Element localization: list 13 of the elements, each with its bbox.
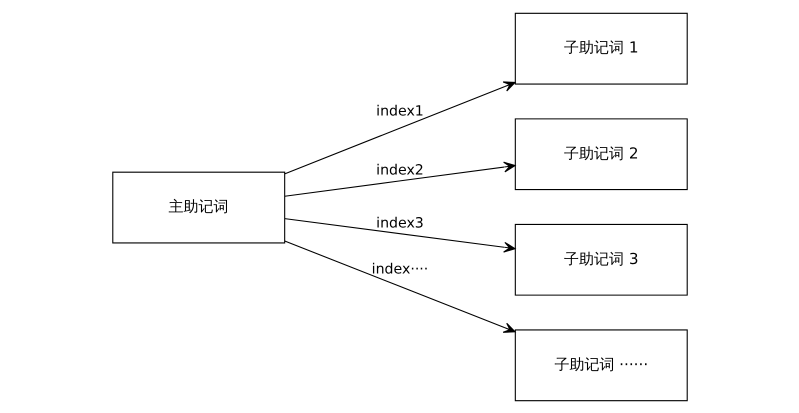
node-box: 子助记词 ······ (514, 328, 688, 401)
arrow (284, 80, 516, 174)
edge-label: index···· (371, 260, 428, 277)
edge-label: index3 (376, 215, 424, 232)
edge-label: index1 (376, 103, 424, 120)
node-box: 子助记词 1 (514, 12, 688, 84)
arrow (284, 240, 516, 332)
node-box: 子助记词 3 (514, 223, 688, 296)
arrow (284, 161, 516, 196)
edge-label: index2 (376, 162, 424, 178)
node-box: 子助记词 2 (514, 118, 688, 190)
arrow (284, 218, 516, 252)
node-box: 主助记词 (112, 171, 285, 243)
